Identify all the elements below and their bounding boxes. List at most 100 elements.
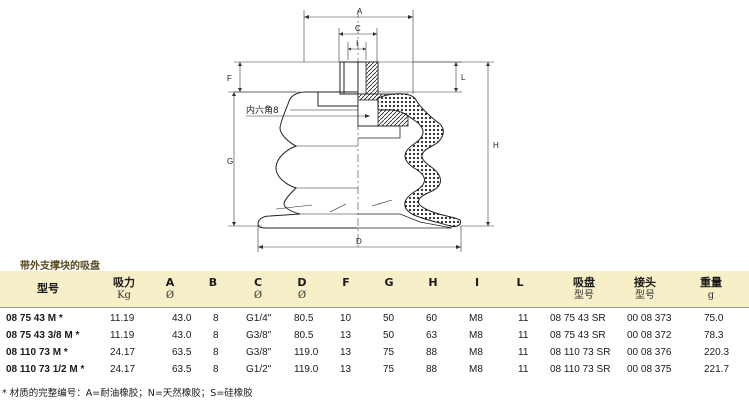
column-header-unit: Ø	[253, 290, 263, 301]
table-cell: 11.19	[110, 330, 135, 341]
table-cell: 75	[383, 364, 395, 375]
table-cell: 08 110 73 SR	[550, 364, 611, 375]
table-cell: 88	[426, 347, 438, 358]
table-cell: 75	[383, 347, 395, 358]
table-cell: 75.0	[704, 313, 724, 324]
model-number-cell: 08 75 43 M *	[6, 313, 63, 324]
column-header-unit: 型号	[574, 290, 594, 301]
table-cell: 00 08 375	[627, 364, 672, 375]
dim-h-label: H	[493, 141, 499, 150]
section-title: 带外支撑块的吸盘	[20, 261, 100, 272]
table-cell: 11.19	[110, 313, 135, 324]
table-cell: 220.3	[704, 347, 730, 358]
table-cell: 13	[340, 364, 352, 375]
dimension-d: D	[257, 226, 462, 252]
table-cell: 11	[518, 347, 529, 358]
dimension-h: H	[413, 61, 499, 227]
dim-i-label: I	[356, 39, 358, 48]
table-cell: 43.0	[172, 313, 192, 324]
column-header: 重量	[700, 276, 722, 289]
table-cell: 43.0	[172, 330, 192, 341]
table-cell: 10	[340, 313, 352, 324]
table-cell: 8	[213, 330, 219, 341]
column-header: 吸盘	[573, 276, 595, 289]
table-cell: G3/8"	[246, 330, 272, 341]
table-cell: 11	[518, 364, 529, 375]
dim-d-label: D	[356, 237, 362, 246]
table-cell: M8	[469, 347, 483, 358]
table-cell: 63.5	[172, 347, 192, 358]
dim-g-label: G	[227, 157, 233, 166]
table-cell: G3/8"	[246, 347, 272, 358]
table-cell: M8	[469, 330, 483, 341]
table-cell: 119.0	[294, 364, 319, 375]
table-cell: 8	[213, 364, 219, 375]
table-cell: 119.0	[294, 347, 319, 358]
table-cell: 24.17	[110, 364, 136, 375]
table-cell: 11	[518, 330, 529, 341]
dim-l-label: L	[461, 73, 466, 82]
suction-cup-drawing: A C I F L G	[227, 7, 499, 252]
column-header: F	[342, 276, 350, 289]
table-cell: 80.5	[294, 330, 314, 341]
table-cell: 63.5	[172, 364, 192, 375]
column-header: L	[516, 276, 524, 289]
table-cell: 08 110 73 SR	[550, 347, 611, 358]
dim-f-label: F	[227, 74, 232, 83]
table-cell: M8	[469, 364, 483, 375]
table-cell: 00 08 373	[627, 313, 672, 324]
column-header-unit: Ø	[297, 290, 307, 301]
column-header: A	[165, 276, 175, 289]
dimension-l: L	[378, 61, 466, 93]
dimension-g: G	[227, 91, 296, 227]
table-header-band	[0, 271, 749, 307]
column-header: C	[253, 276, 263, 289]
column-header: H	[428, 276, 438, 289]
column-header: G	[384, 276, 394, 289]
column-header: 吸力	[113, 276, 135, 289]
table-cell: 11	[518, 313, 529, 324]
model-number-cell: 08 110 73 M *	[6, 347, 68, 358]
column-header: B	[208, 276, 218, 289]
table-cell: 80.5	[294, 313, 314, 324]
column-header-unit: Kg	[117, 290, 131, 301]
table-cell: 00 08 376	[627, 347, 672, 358]
column-header: 接头	[634, 276, 656, 289]
table-cell: 63	[426, 330, 438, 341]
column-header-unit: Ø	[165, 290, 175, 301]
table-cell: G1/4"	[246, 313, 272, 324]
dim-a-label: A	[357, 7, 363, 16]
dimension-i: I	[347, 39, 367, 60]
table-cell: 50	[383, 313, 395, 324]
table-cell: 8	[213, 347, 219, 358]
table-cell: 13	[340, 347, 352, 358]
table-cell: 00 08 372	[627, 330, 672, 341]
table-cell: 221.7	[704, 364, 730, 375]
column-header-unit: 型号	[635, 290, 655, 301]
table-cell: 78.3	[704, 330, 724, 341]
hex-socket-label: 内六角8	[246, 104, 279, 116]
table-cell: 88	[426, 364, 438, 375]
table-cell: 8	[213, 313, 219, 324]
table-cell: 08 75 43 SR	[550, 313, 606, 324]
column-header-unit: g	[707, 290, 715, 301]
bellows-outline-left	[257, 61, 359, 229]
table-cell: G1/2"	[246, 364, 272, 375]
column-header: 型号	[37, 282, 59, 295]
material-footnote: * 材质的完整编号：A=耐油橡胶；N=天然橡胶；S=硅橡胶	[2, 388, 253, 399]
table-cell: 13	[340, 330, 352, 341]
table-cell: 50	[383, 330, 395, 341]
header-divider	[0, 307, 749, 308]
bellows-section-right	[357, 61, 461, 229]
table-cell: 08 75 43 SR	[550, 330, 606, 341]
dimension-c: C	[338, 24, 378, 62]
model-number-cell: 08 110 73 1/2 M *	[6, 364, 85, 375]
table-cell: 24.17	[110, 347, 136, 358]
dimension-f: F	[227, 61, 340, 93]
hex-socket-callout: 内六角8	[246, 104, 370, 118]
dimension-a: A	[303, 7, 414, 94]
column-header: I	[474, 276, 480, 289]
model-number-cell: 08 75 43 3/8 M *	[6, 330, 80, 341]
dim-c-label: C	[355, 24, 361, 33]
table-cell: M8	[469, 313, 483, 324]
